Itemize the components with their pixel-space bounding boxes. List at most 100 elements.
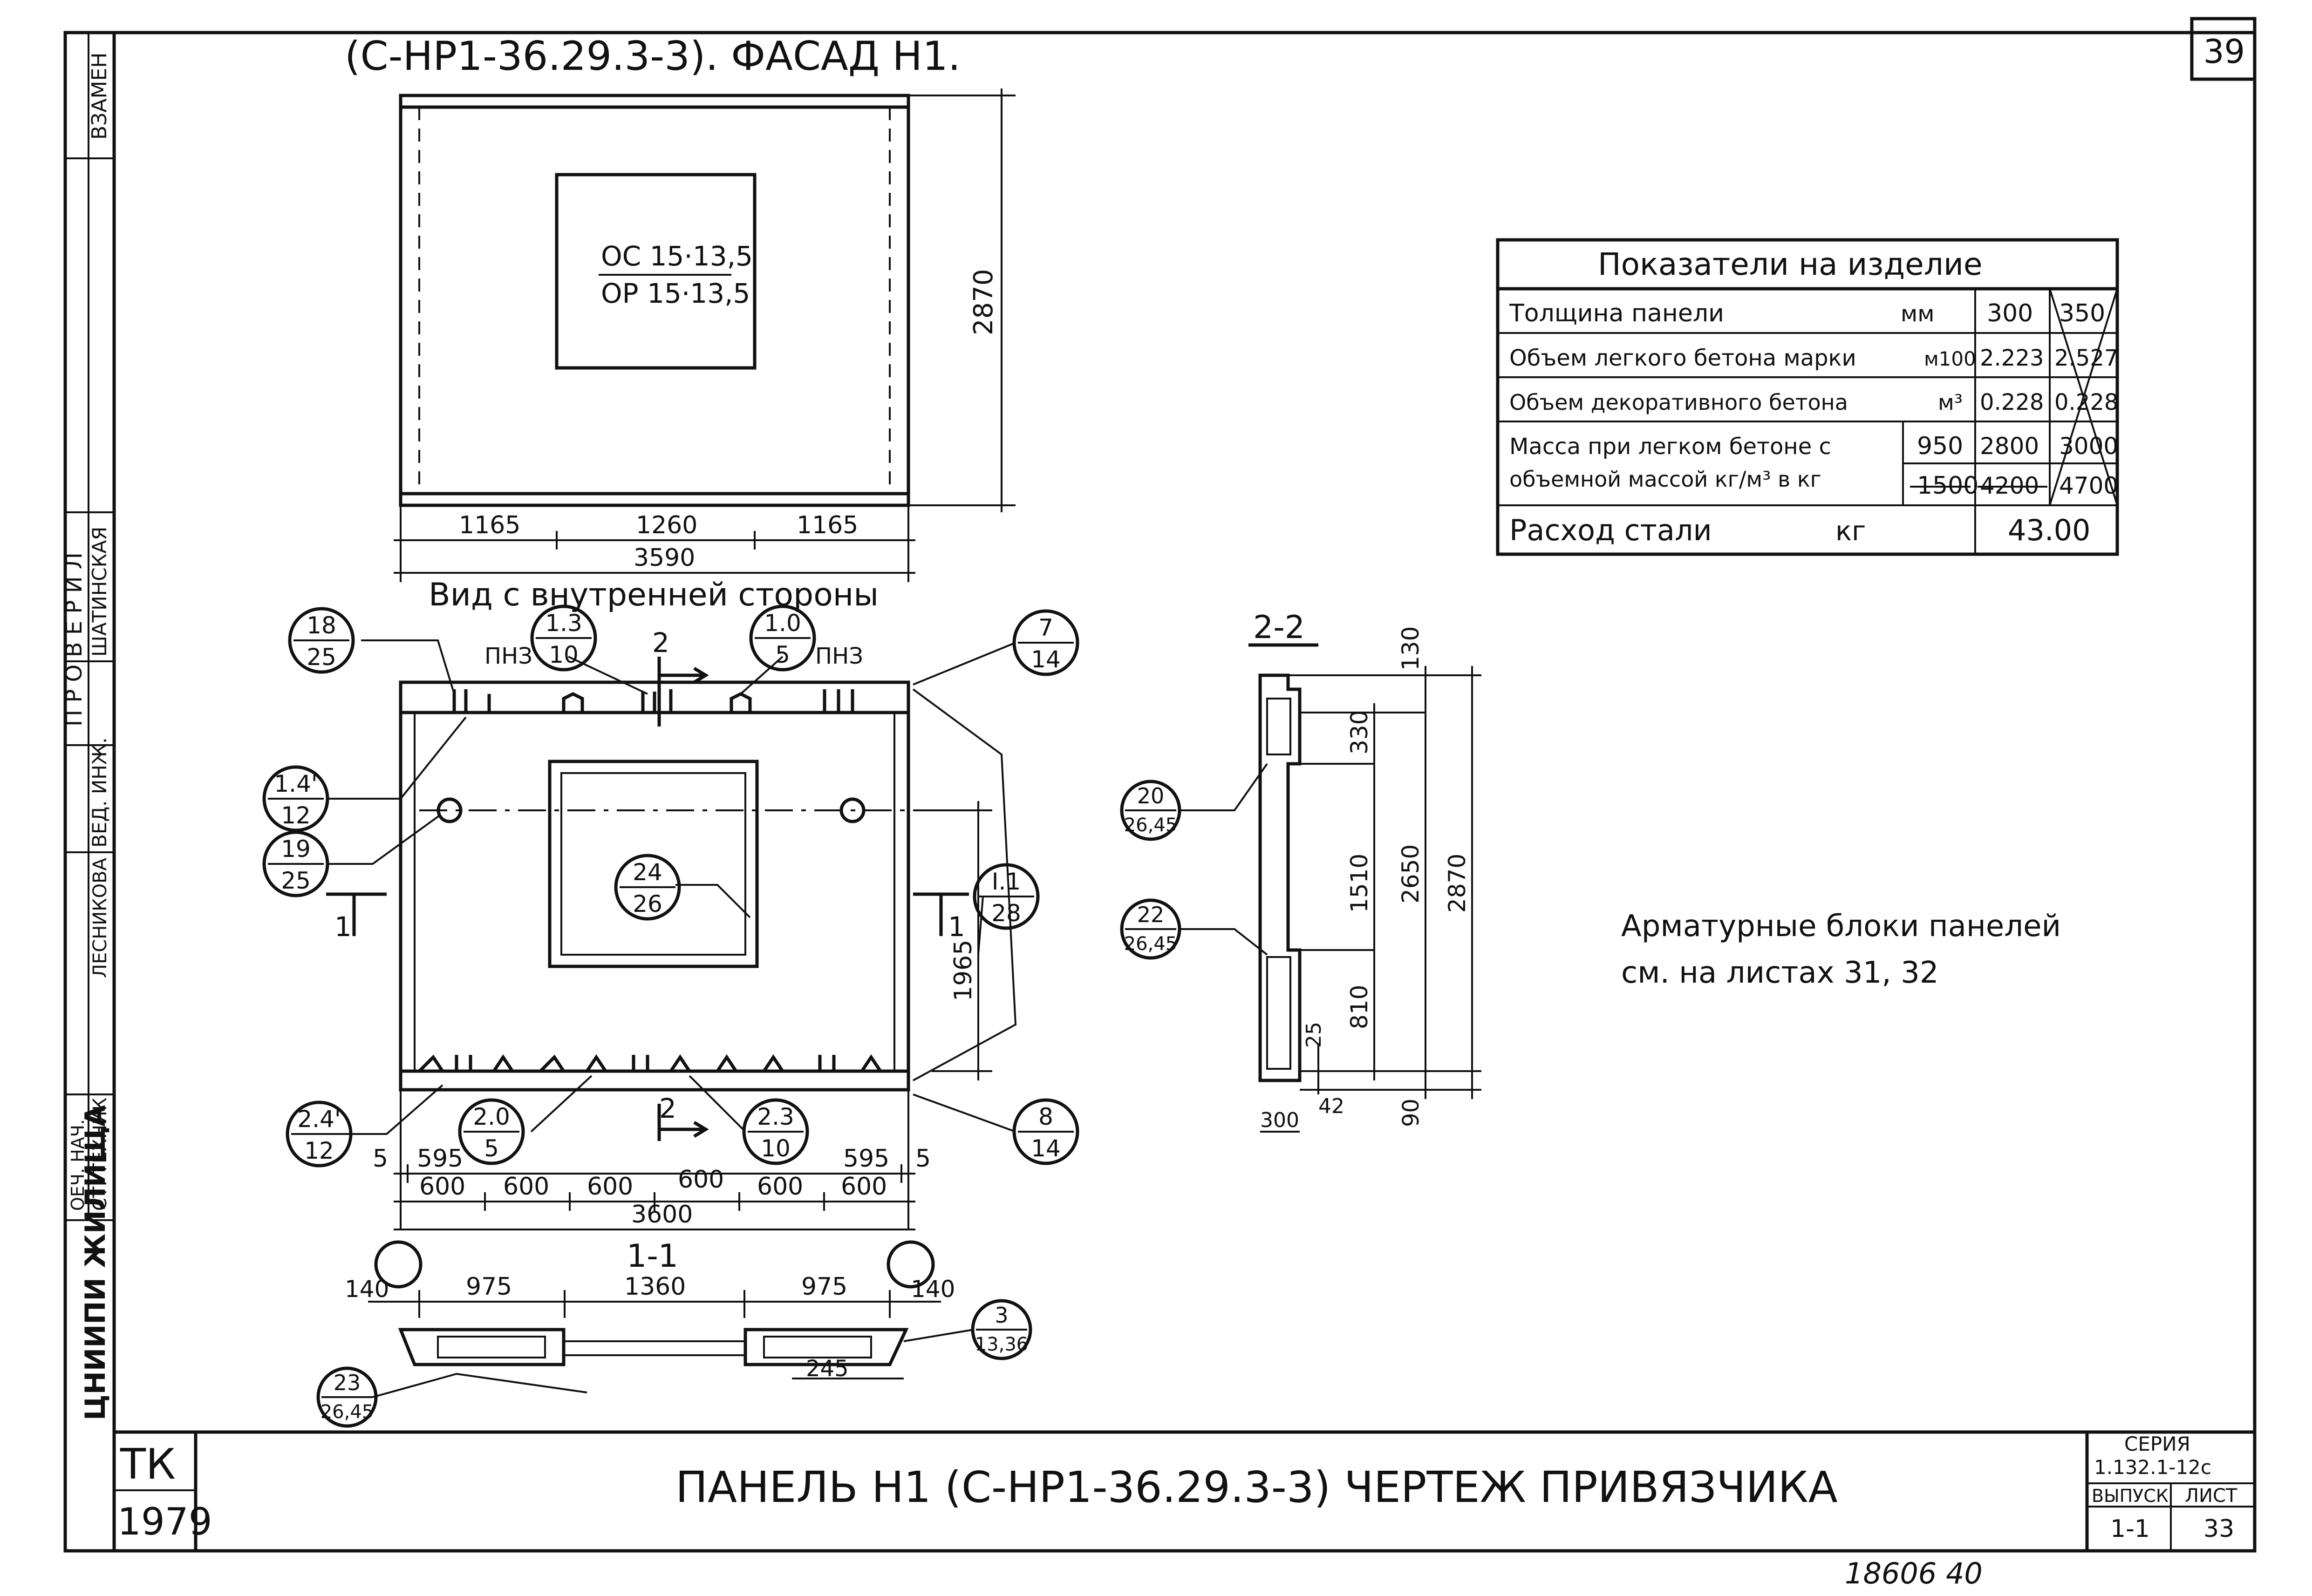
svg-text:объемной массой кг/м³ в кг: объемной массой кг/м³ в кг	[1509, 467, 1821, 492]
facade-window-line2: ОР 15·13,5	[601, 278, 750, 309]
inner-view: Вид с внутренней стороны 2 2 1 1 ПНЗ ПНЗ…	[326, 577, 1017, 1230]
side-stamp: ВЗАМЕН П Р О В Е Р И Л ШАТИНСКАЯ ВЕД. ИН…	[61, 53, 112, 1420]
callout-7-14: 7 14	[1012, 609, 1079, 676]
svg-text:м³: м³	[1938, 390, 1963, 415]
svg-text:14: 14	[1031, 1135, 1061, 1162]
inner-dim-total: 3600	[631, 1201, 693, 1229]
section-1-left-mark: 1	[334, 911, 352, 943]
stamp-tk: ТК	[120, 1440, 176, 1489]
issue-label: ВЫПУСК	[2092, 1486, 2169, 1506]
nach-otd-label: ОЕЧ. НАЧ.	[68, 1119, 88, 1211]
callout-24-26: 24 26	[614, 854, 681, 921]
sec22-dim-1510: 1510	[1346, 854, 1373, 913]
svg-text:3000: 3000	[2059, 433, 2118, 460]
sec22-dim-300: 300	[1260, 1108, 1299, 1132]
callout-3-13-36: 3 13,36	[971, 1299, 1032, 1360]
section-2-top-mark: 2	[652, 627, 669, 659]
svg-text:3: 3	[995, 1303, 1008, 1328]
svg-text:2.4': 2.4'	[297, 1106, 341, 1133]
section-2-2: 2-2 130 330 1510 2650 2870 810 25 42 90 …	[1120, 609, 1481, 1133]
svg-text:мм: мм	[1901, 301, 1934, 327]
svg-text:350: 350	[2059, 299, 2105, 327]
svg-text:22: 22	[1137, 902, 1165, 927]
inner-dim-600-3: 600	[587, 1173, 633, 1201]
lesnikova-label: ЛЕСНИКОВА	[89, 857, 111, 978]
svg-text:Масса при легком бетоне с: Масса при легком бетоне с	[1509, 434, 1831, 460]
vzamen-label: ВЗАМЕН	[88, 53, 111, 140]
svg-text:7: 7	[1038, 614, 1053, 641]
facade-dim-total: 3590	[634, 544, 695, 572]
svg-text:12: 12	[281, 802, 311, 829]
svg-text:кг: кг	[1835, 515, 1866, 547]
callout-I.1-28: I.1 28	[973, 863, 1040, 930]
svg-text:20: 20	[1137, 783, 1165, 808]
section-2-2-title: 2-2	[1253, 609, 1305, 646]
note-line2: см. на листах 31, 32	[1621, 956, 1939, 990]
shatinskaya-label: ШАТИНСКАЯ	[88, 527, 111, 657]
callout-22-26-45: 22 26,45	[1120, 898, 1181, 960]
svg-text:10: 10	[761, 1135, 791, 1162]
svg-text:Объем декоративного бетона: Объем декоративного бетона	[1509, 390, 1848, 415]
callout-2.4-12: 2.4' 12	[286, 1100, 353, 1168]
svg-text:950: 950	[1917, 432, 1963, 460]
callout-19-25: 19 25	[262, 830, 329, 897]
svg-text:26,45: 26,45	[1124, 933, 1178, 955]
facade-window-line1: ОС 15·13,5	[601, 240, 753, 272]
callout-20-26-45: 20 26,45	[1120, 780, 1181, 841]
sec22-dim-2870: 2870	[1444, 854, 1471, 913]
svg-text:26,45: 26,45	[1124, 815, 1178, 836]
svg-text:Расход стали: Расход стали	[1509, 513, 1712, 547]
callout-group: 18 25 1.3 10 1.0 5 7 14 1.4' 12 19 25	[262, 604, 1079, 1168]
callout-18-25: 18 25	[288, 607, 355, 674]
table-row-steel: Расход стали кг 43.00	[1509, 513, 2091, 547]
svg-text:25: 25	[281, 867, 311, 894]
svg-text:4700: 4700	[2059, 472, 2118, 499]
st-tekhnik-label: СТ. ТЕХНИК	[89, 1098, 111, 1211]
svg-text:10: 10	[549, 641, 579, 668]
sheet-label: ЛИСТ	[2185, 1485, 2237, 1507]
svg-text:1.4': 1.4'	[274, 770, 317, 797]
svg-text:300: 300	[1987, 299, 2033, 327]
corner-page-number: 39	[2203, 33, 2245, 71]
svg-text:26,45: 26,45	[321, 1401, 374, 1423]
sec22-dim-42: 42	[1318, 1094, 1344, 1118]
svg-text:25: 25	[307, 644, 336, 671]
svg-text:12: 12	[304, 1137, 334, 1164]
section-11-dim-975-left: 975	[466, 1273, 512, 1301]
svg-text:8: 8	[1038, 1103, 1053, 1130]
section-1-1-title: 1-1	[627, 1238, 678, 1275]
sheet-value: 33	[2203, 1515, 2234, 1543]
sec22-dim-810: 810	[1346, 985, 1373, 1029]
svg-text:5: 5	[484, 1135, 499, 1162]
inner-dim-5-left: 5	[373, 1145, 388, 1173]
section-1-right-mark: 1	[948, 911, 965, 943]
sec22-dim-90: 90	[1398, 1099, 1424, 1127]
svg-text:2.3: 2.3	[757, 1103, 794, 1130]
callout-23-26-45: 23 26,45	[316, 1366, 378, 1428]
svg-text:5: 5	[775, 641, 790, 668]
ved-inzh-label: ВЕД. ИНЖ.	[88, 738, 111, 848]
svg-text:0.228: 0.228	[1980, 389, 2044, 415]
table-row-light-concrete: Объем легкого бетона марки м100 2.223 2.…	[1509, 345, 2118, 371]
svg-text:14: 14	[1031, 646, 1061, 673]
inner-view-title: Вид с внутренней стороны	[429, 577, 879, 613]
svg-text:м100: м100	[1924, 347, 1976, 370]
svg-text:19: 19	[281, 835, 311, 863]
svg-text:43.00: 43.00	[2008, 513, 2091, 547]
reinforcement-note: Арматурные блоки панелей см. на листах 3…	[1621, 909, 2061, 990]
section-11-dim-140-left: 140	[345, 1276, 389, 1303]
facade-title: (С-НР1-36.29.3-3). ФАСАД Н1.	[345, 33, 961, 80]
table-header: Показатели на изделие	[1598, 246, 1982, 282]
inner-dim-1965: 1965	[949, 940, 977, 1001]
svg-text:1.3: 1.3	[545, 610, 582, 637]
table-row-mass: Масса при легком бетоне с объемной массо…	[1509, 432, 2118, 500]
stamp-year: 1979	[117, 1500, 212, 1543]
facade-view: (С-НР1-36.29.3-3). ФАСАД Н1. ОС 15·13,5 …	[345, 33, 1016, 582]
inner-dim-5-right: 5	[915, 1145, 931, 1173]
footer-handwritten-number: 18606 40	[1845, 1556, 1983, 1590]
callout-2.0-5: 2.0 5	[458, 1098, 525, 1165]
sheet-frame	[63, 17, 2257, 1553]
svg-text:1.0: 1.0	[764, 610, 801, 637]
series-label: СЕРИЯ	[2124, 1433, 2190, 1455]
